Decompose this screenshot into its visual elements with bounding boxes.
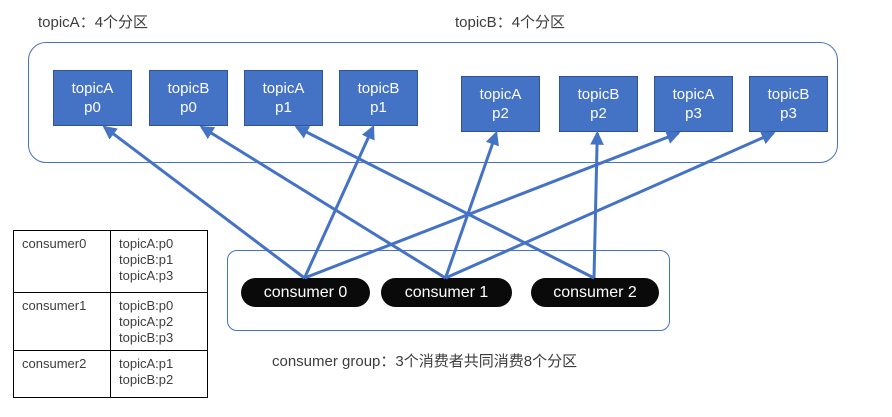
assignment-table: consumer0 topicA:p0 topicB:p1 topicA:p3 … — [13, 230, 208, 398]
partition-topic: topicB — [577, 86, 620, 103]
consumer-pill: consumer 0 — [241, 278, 370, 307]
assignment-line: topicA:p3 — [119, 268, 174, 283]
assignment-line: topicA:p1 — [119, 356, 174, 371]
consumer-pill: consumer 1 — [381, 278, 512, 307]
table-assignments-cell: topicB:p0 topicA:p2 topicB:p3 — [110, 292, 208, 351]
topic-b-title: topicB：4个分区 — [455, 14, 566, 31]
table-consumer-cell: consumer0 — [13, 230, 111, 293]
assignment-line: topicB:p3 — [119, 330, 174, 345]
partition-id: p1 — [275, 99, 292, 116]
partition-id: p2 — [492, 105, 509, 122]
consumer-pill: consumer 2 — [531, 278, 659, 307]
partition-box: topicA p3 — [654, 76, 733, 132]
partition-topic: topicA — [479, 86, 522, 103]
assignment-line: topicB:p2 — [119, 372, 174, 387]
consumer-group-caption: consumer group：3个消费者共同消费8个分区 — [272, 353, 578, 370]
partitions-container: topicA p0 topicB p0 topicA p1 topicB p1 … — [28, 42, 838, 163]
table-assignments-cell: topicA:p1 topicB:p2 — [110, 350, 208, 398]
assignment-line: topicB:p0 — [119, 298, 174, 313]
partition-box: topicA p2 — [461, 76, 540, 132]
assignment-line: topicA:p2 — [119, 314, 174, 329]
table-assignments-cell: topicA:p0 topicB:p1 topicA:p3 — [110, 230, 208, 293]
partition-box: topicB p3 — [749, 76, 828, 132]
partition-topic: topicA — [71, 80, 114, 97]
partition-box: topicB p2 — [559, 76, 638, 132]
partition-box: topicA p1 — [244, 70, 323, 126]
table-row: consumer2 topicA:p1 topicB:p2 — [13, 350, 208, 398]
partition-topic: topicA — [672, 86, 715, 103]
partition-id: p0 — [84, 99, 101, 116]
table-row: consumer0 topicA:p0 topicB:p1 topicA:p3 — [13, 230, 208, 293]
partition-id: p0 — [180, 99, 197, 116]
table-consumer-cell: consumer2 — [13, 350, 111, 398]
partition-topic: topicB — [767, 86, 810, 103]
partition-box: topicB p1 — [339, 70, 418, 126]
consumer-group-container: consumer 0 consumer 1 consumer 2 — [227, 250, 670, 331]
partition-topic: topicB — [357, 80, 400, 97]
table-consumer-cell: consumer1 — [13, 292, 111, 351]
partition-box: topicB p0 — [149, 70, 228, 126]
partition-id: p3 — [685, 105, 702, 122]
assignment-line: topicA:p0 — [119, 236, 174, 251]
partition-id: p2 — [590, 105, 607, 122]
partition-id: p1 — [370, 99, 387, 116]
topic-a-title: topicA：4个分区 — [38, 14, 149, 31]
partition-id: p3 — [780, 105, 797, 122]
partition-topic: topicA — [262, 80, 305, 97]
partition-box: topicA p0 — [53, 70, 132, 126]
partition-topic: topicB — [167, 80, 210, 97]
assignment-line: topicB:p1 — [119, 252, 174, 267]
table-row: consumer1 topicB:p0 topicA:p2 topicB:p3 — [13, 292, 208, 351]
